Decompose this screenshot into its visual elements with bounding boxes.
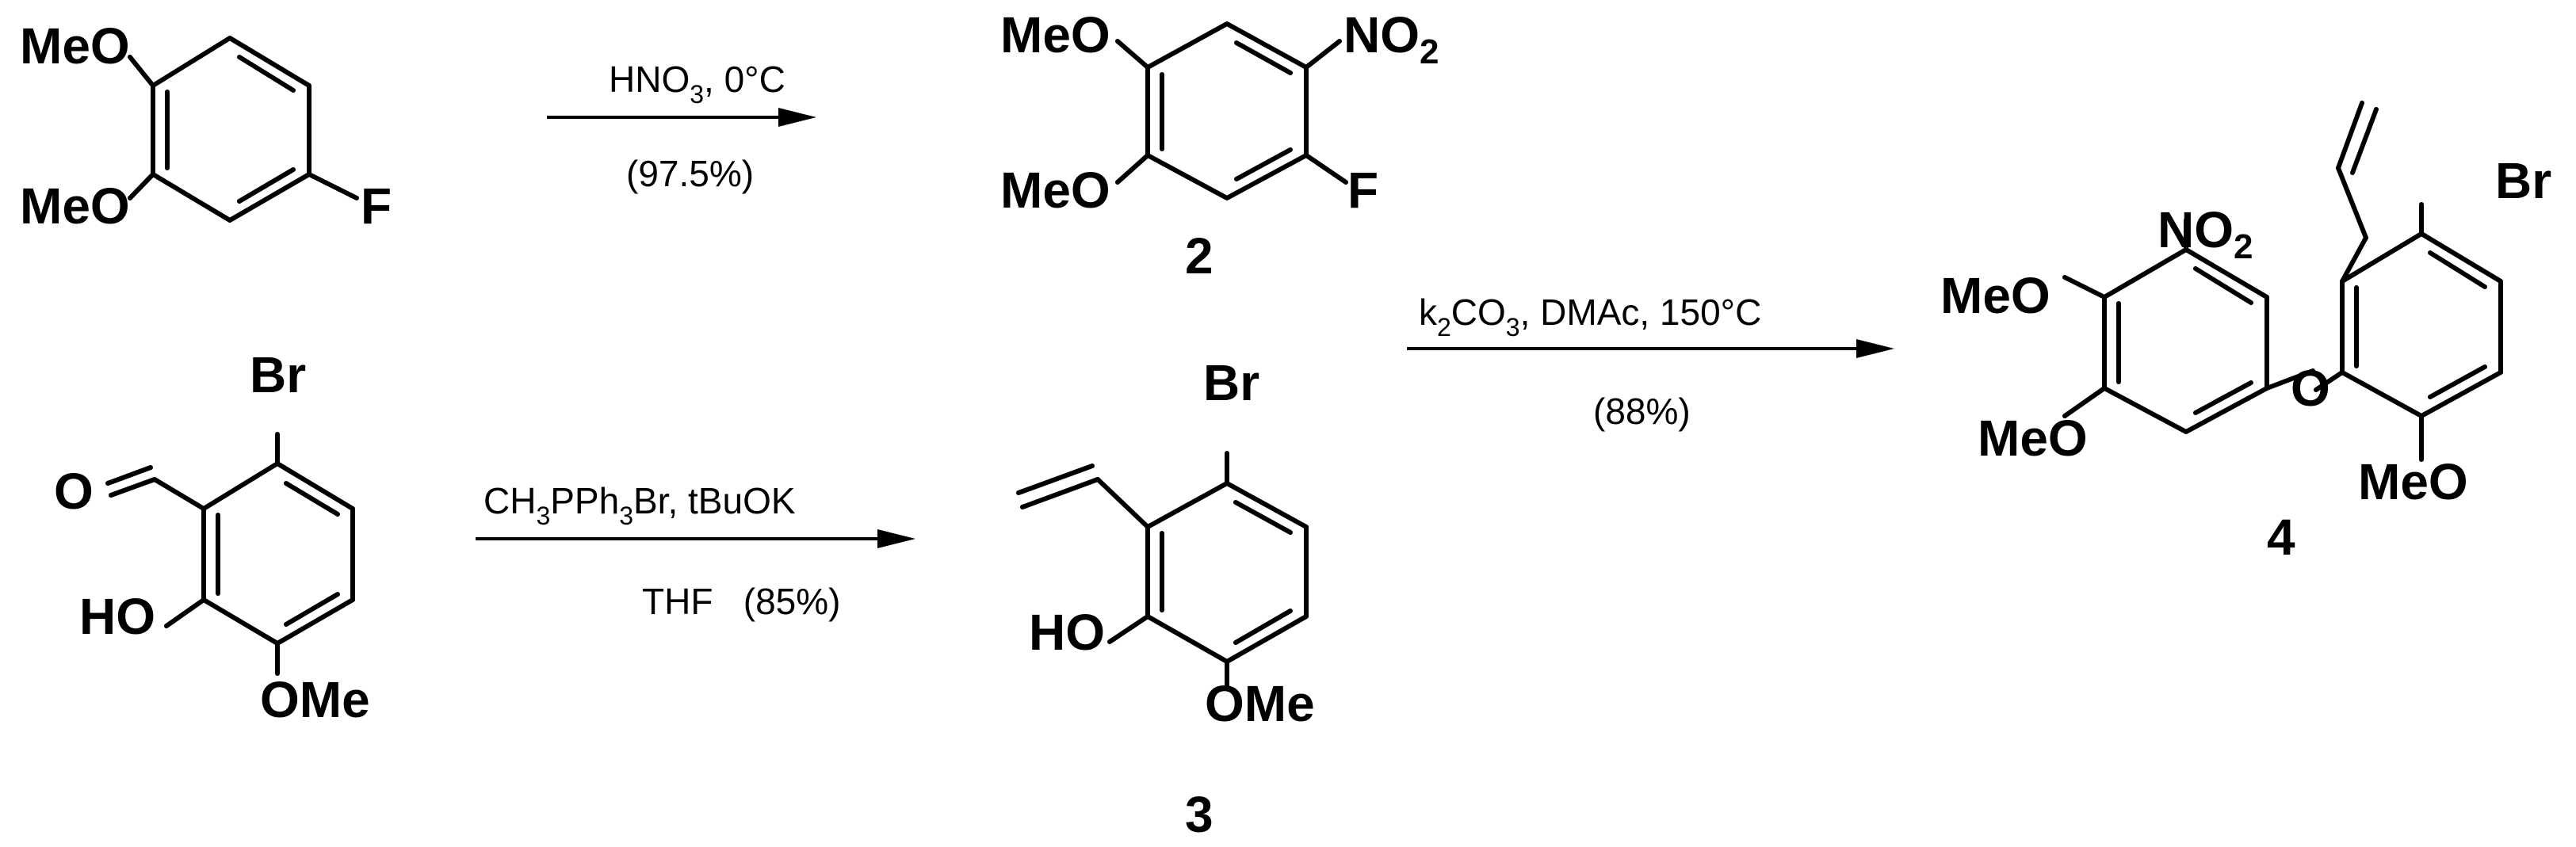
methoxy-label-bottom: MeO (20, 177, 130, 235)
reaction-arrow-snar: k2CO3, DMAc, 150°C (88%) (1407, 292, 1894, 432)
starting-material-bromo-aldehyde: Br O HO OMe (54, 346, 370, 728)
compound-3-structure: Br HO OMe (1016, 354, 1315, 732)
compound-4-structure: NO2 MeO MeO O Br MeO (1940, 101, 2551, 510)
bromine-label: Br (2495, 152, 2551, 209)
nitro-group-label: NO2 (2157, 201, 2253, 266)
snar-yield: (88%) (1593, 391, 1691, 432)
bromine-label: Br (250, 346, 306, 403)
compound-2-structure: MeO MeO NO2 F (1000, 6, 1439, 219)
methoxy-label: OMe (1205, 675, 1315, 732)
compound-number-2: 2 (1185, 227, 1213, 284)
nitro-group-label: NO2 (1343, 6, 1439, 71)
methoxy-label-right: MeO (2358, 453, 2468, 510)
methoxy-label-top: MeO (1000, 6, 1110, 63)
nitration-yield: (97.5%) (626, 153, 754, 194)
wittig-reagents: CH3PPh3Br, tBuOK (483, 480, 796, 530)
reaction-arrow-wittig: CH3PPh3Br, tBuOK THF (85%) (476, 480, 915, 622)
hydroxyl-label: HO (79, 588, 155, 645)
hydroxyl-label: HO (1029, 604, 1105, 661)
compound-number-4: 4 (2267, 509, 2295, 566)
bromine-label: Br (1203, 354, 1259, 411)
wittig-conditions-yield: THF (85%) (642, 581, 840, 622)
reaction-arrow-nitration: HNO3, 0°C (97.5%) (547, 59, 816, 194)
nitration-reagents: HNO3, 0°C (609, 59, 785, 109)
methoxy-label-bottom: MeO (1978, 410, 2088, 467)
methoxy-label: OMe (260, 671, 370, 728)
snar-reagents: k2CO3, DMAc, 150°C (1419, 292, 1761, 341)
methoxy-label-bottom: MeO (1000, 162, 1110, 219)
ether-oxygen-label: O (2291, 360, 2330, 417)
aldehyde-oxygen-label: O (54, 463, 94, 520)
methoxy-label-top: MeO (1940, 267, 2050, 324)
methoxy-label-top: MeO (20, 17, 130, 74)
fluorine-label: F (361, 177, 392, 235)
starting-material-fluoroveratrole: MeO MeO F (20, 17, 392, 235)
compound-number-3: 3 (1185, 786, 1213, 843)
fluorine-label: F (1347, 162, 1378, 219)
